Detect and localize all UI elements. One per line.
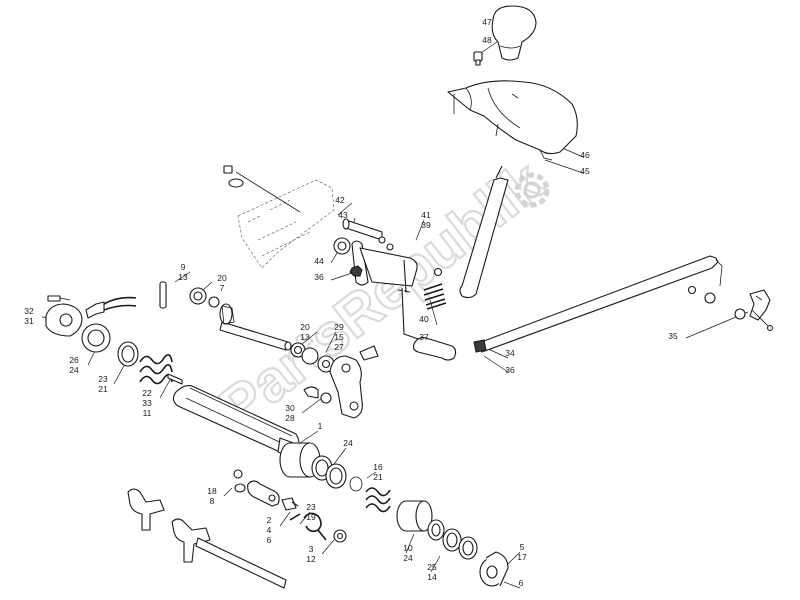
callout-c36a-line-0: 36: [314, 272, 324, 282]
bolt: [359, 345, 379, 361]
ball-joint: [749, 289, 774, 332]
linkage-rod: [475, 255, 723, 353]
shift-knob: [491, 5, 537, 61]
shift-fork: [127, 488, 211, 563]
callout-c2-line-0: 2: [267, 515, 272, 525]
washer: [311, 455, 347, 489]
lever-nut: [349, 265, 363, 277]
callout-c24a-line-0: 24: [343, 438, 353, 448]
rod-end: [401, 287, 457, 361]
callout-c20b-line-0: 20: [300, 322, 310, 332]
small-nut: [378, 236, 394, 251]
callout-c20a-line-0: 20: [217, 273, 227, 283]
callout-c37-line-0: 37: [419, 332, 429, 342]
callout-c46-line-0: 46: [580, 150, 590, 160]
callout-c23a-line-0: 23: [98, 374, 108, 384]
spring: [139, 354, 173, 385]
callout-c34-line-0: 34: [505, 348, 515, 358]
callout-c30-line-1: 28: [285, 413, 295, 423]
clip: [303, 386, 332, 404]
callout-c3-line-0: 3: [309, 544, 314, 554]
shifter-boot: [447, 80, 578, 161]
callout-c22-line-2: 11: [143, 408, 152, 418]
washer: [290, 342, 335, 373]
mounting-bracket: [237, 179, 335, 269]
callout-c22-line-1: 33: [142, 398, 152, 408]
callout-c36b-line-0: 36: [505, 365, 515, 375]
callout-c22-line-0: 22: [142, 388, 152, 398]
callout-c30-line-0: 30: [285, 403, 295, 413]
o-ring: [117, 341, 139, 367]
circlip: [349, 476, 363, 492]
washer: [189, 287, 220, 308]
fork-rod: [195, 537, 287, 589]
washer: [233, 469, 246, 493]
lever-spring: [423, 283, 447, 310]
callout-c26-line-1: 24: [69, 365, 79, 375]
callout-c5-line-0: 5: [520, 542, 525, 552]
callout-c16-line-0: 16: [373, 462, 383, 472]
callout-c23b-line-0: 23: [306, 502, 316, 512]
sensor: [45, 296, 137, 337]
spring: [365, 487, 391, 513]
callout-c26-line-0: 26: [69, 355, 79, 365]
pivot-pin: [342, 218, 383, 241]
callout-c40-line-0: 40: [419, 314, 429, 324]
callout-c10-line-0: 10: [403, 543, 413, 553]
callout-c29-line-0: 29: [334, 322, 344, 332]
callout-c18-line-0: 18: [207, 486, 217, 496]
bolt: [223, 165, 301, 213]
callout-c32-line-0: 32: [24, 306, 34, 316]
bearing: [396, 500, 433, 532]
callout-c42-line-0: 42: [335, 195, 345, 205]
pivot-washer: [333, 237, 351, 255]
callout-c48-line-0: 48: [482, 35, 492, 45]
knob-screw: [473, 51, 483, 66]
callout-c25-line-0: 25: [427, 562, 437, 572]
callout-c23b-line-1: 19: [306, 512, 316, 522]
callout-c23a-line-1: 21: [98, 384, 108, 394]
callout-c9-line-1: 13: [178, 272, 188, 282]
gear: [479, 551, 509, 587]
callout-c47-line-0: 47: [482, 17, 492, 27]
callout-c6-line-0: 6: [519, 578, 524, 588]
callout-c2-line-1: 4: [267, 525, 272, 535]
callout-c1-line-0: 1: [318, 421, 323, 431]
bushing: [333, 529, 347, 543]
callout-c5-line-1: 17: [517, 552, 527, 562]
callout-c29-line-2: 27: [334, 342, 344, 352]
callout-c20a-line-1: 7: [220, 283, 225, 293]
callout-c20b-line-1: 13: [300, 332, 310, 342]
gear-icon: [514, 172, 550, 208]
callout-c35-line-0: 35: [668, 331, 678, 341]
callout-c3-line-1: 12: [306, 554, 316, 564]
washer: [81, 323, 111, 353]
callout-c9-line-0: 9: [181, 262, 186, 272]
callout-c44-line-0: 44: [314, 256, 324, 266]
callout-c45-line-0: 45: [580, 166, 590, 176]
torsion-spring: [289, 512, 327, 541]
small-pin: [159, 281, 183, 385]
bolt: [47, 295, 71, 302]
callout-c32-line-1: 31: [24, 316, 34, 326]
callout-c2-line-2: 6: [267, 535, 272, 545]
callout-c10-line-1: 24: [403, 553, 413, 563]
shift-rod: [459, 165, 509, 299]
callout-c29-line-1: 15: [334, 332, 344, 342]
pawl: [247, 480, 280, 507]
shift-shaft: [219, 303, 292, 351]
callout-c25-line-1: 14: [427, 572, 437, 582]
rod-clip: [473, 285, 746, 353]
callout-c16-line-1: 21: [373, 472, 383, 482]
callout-c43-line-0: 43: [338, 210, 348, 220]
washer: [427, 519, 478, 560]
bolt: [281, 497, 299, 511]
shift-plate: [329, 355, 363, 419]
callout-c41-line-0: 41: [421, 210, 431, 220]
callout-c41-line-1: 39: [421, 220, 431, 230]
callout-c18-line-1: 8: [210, 496, 215, 506]
